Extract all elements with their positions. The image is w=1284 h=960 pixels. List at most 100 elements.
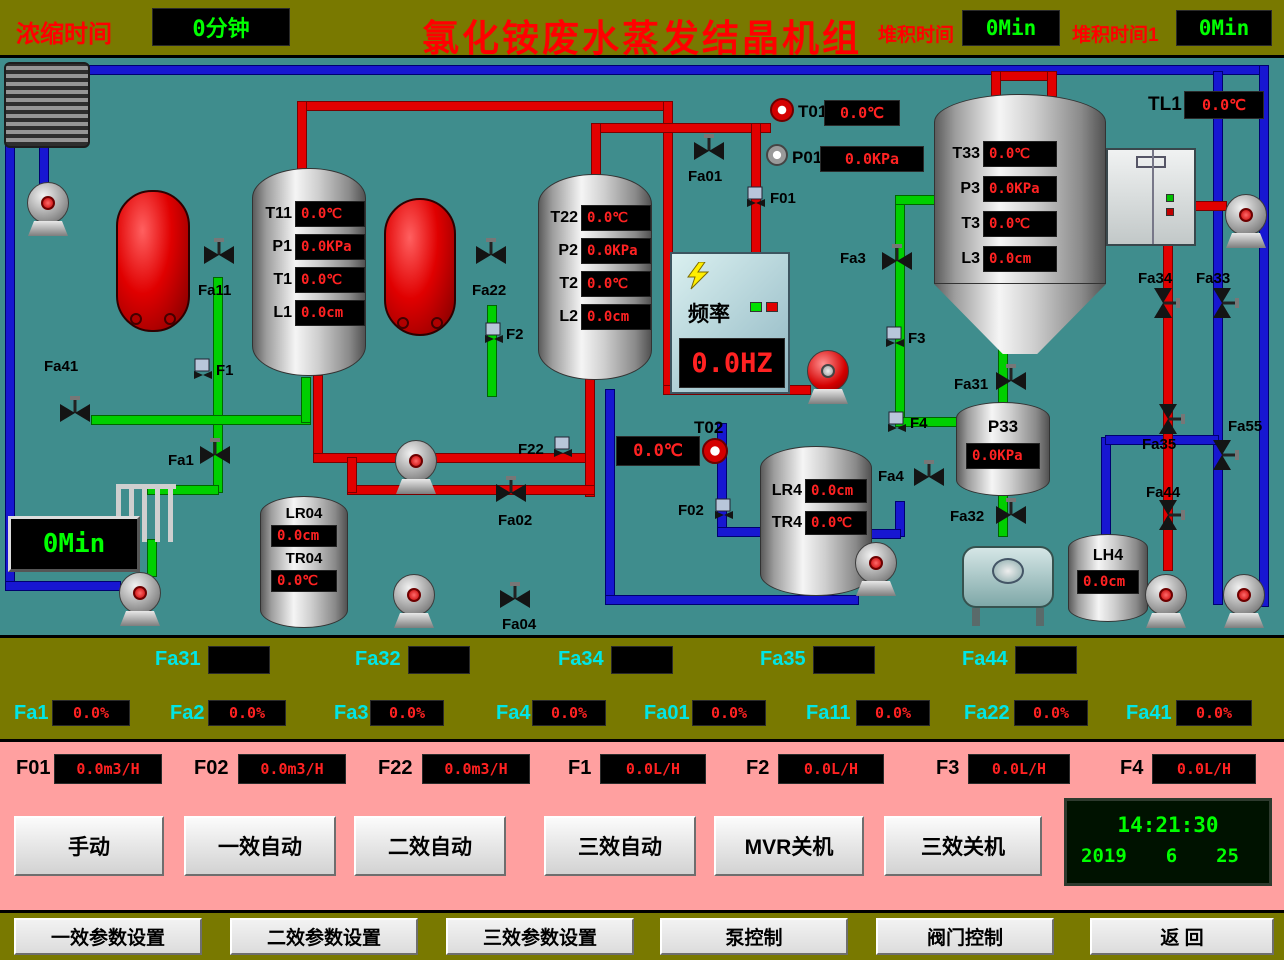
valve-fa32[interactable] xyxy=(994,498,1028,532)
p01-display: 0.0KPa xyxy=(820,146,924,172)
flow-f3-value: 0.0L/H xyxy=(968,754,1070,784)
pipe xyxy=(90,66,1268,74)
flow-f1-value: 0.0L/H xyxy=(600,754,706,784)
tag-label: P33 xyxy=(987,417,1019,436)
blower[interactable] xyxy=(802,348,854,404)
pump[interactable] xyxy=(388,572,440,628)
pipe xyxy=(896,196,904,426)
pipe xyxy=(6,582,120,590)
flow-f01-value: 0.0m3/H xyxy=(54,754,162,784)
tag-value: 0.0℃ xyxy=(983,141,1057,167)
tl1-label: TL1 xyxy=(1148,94,1182,115)
flow-f2-value: 0.0L/H xyxy=(778,754,884,784)
nav-effect3-params-button[interactable]: 三效参数设置 xyxy=(446,918,634,955)
tag-label: L1 xyxy=(273,304,292,321)
pile-time-value: 0Min xyxy=(962,10,1060,46)
tank-p33: P33 0.0KPa xyxy=(956,402,1050,496)
pump[interactable] xyxy=(850,540,902,596)
tank-lr04: LR04 0.0cm TR04 0.0℃ xyxy=(260,496,348,628)
pump[interactable] xyxy=(114,570,166,626)
valve-fa04[interactable] xyxy=(498,582,532,616)
valve-fa44[interactable] xyxy=(1151,498,1185,532)
pipe xyxy=(606,390,614,602)
pump[interactable] xyxy=(22,180,74,236)
valve-f2-label: F2 xyxy=(506,326,524,343)
pipe xyxy=(1106,436,1218,444)
valve-fa1[interactable] xyxy=(198,438,232,472)
mode-effect3-auto-button[interactable]: 三效自动 xyxy=(544,816,696,876)
tag-label: T3 xyxy=(961,215,980,232)
nav-return-button[interactable]: 返 回 xyxy=(1090,918,1274,955)
mode-effect1-auto-button[interactable]: 一效自动 xyxy=(184,816,336,876)
centrifuge-body xyxy=(962,546,1054,608)
mode-manual-button[interactable]: 手动 xyxy=(14,816,164,876)
tag-label: LR04 xyxy=(285,505,323,522)
valve-fa01-label: Fa01 xyxy=(688,168,723,185)
valve-f22[interactable] xyxy=(552,436,574,458)
pipe xyxy=(718,528,764,536)
concentration-time-label: 浓缩时间 xyxy=(16,21,112,48)
tag-value: 0.0℃ xyxy=(805,511,867,535)
tag-label: T33 xyxy=(952,145,980,162)
mode-mvr-off-button[interactable]: MVR关机 xyxy=(714,816,864,876)
valve-fa3-label: Fa3 xyxy=(840,250,866,267)
valve-fa34[interactable] xyxy=(1146,286,1180,320)
valve-f01[interactable] xyxy=(745,186,767,208)
valve-fa02-label: Fa02 xyxy=(498,512,533,529)
nav-effect2-params-button[interactable]: 二效参数设置 xyxy=(230,918,418,955)
valve-fa22[interactable] xyxy=(474,238,508,272)
tag-value: 0.0KPa xyxy=(581,238,651,264)
valve-fa33[interactable] xyxy=(1205,286,1239,320)
valve-fa11[interactable] xyxy=(202,238,236,272)
clock-year: 2019 xyxy=(1081,845,1127,867)
pressure-gauge-p01 xyxy=(766,144,788,166)
pump[interactable] xyxy=(1140,572,1192,628)
temperature-gauge-t02 xyxy=(702,438,728,464)
valve-fa02[interactable] xyxy=(494,476,528,510)
valve-f02-label: F02 xyxy=(678,502,704,519)
pump[interactable] xyxy=(1220,192,1272,248)
valve-f1[interactable] xyxy=(192,358,214,380)
valve-fa3[interactable] xyxy=(880,244,914,278)
nav-valve-control-button[interactable]: 阀门控制 xyxy=(876,918,1054,955)
nav-effect1-params-button[interactable]: 一效参数设置 xyxy=(14,918,202,955)
valve-fa55-label: Fa55 xyxy=(1228,418,1263,435)
clock-time: 14:21:30 xyxy=(1117,813,1219,837)
valve-fa01[interactable] xyxy=(692,134,726,168)
pipe xyxy=(40,146,48,186)
valve-fa4[interactable] xyxy=(912,460,946,494)
tag-value: 0.0℃ xyxy=(581,205,651,231)
centrifuge xyxy=(958,532,1058,628)
mode-effect3-off-button[interactable]: 三效关机 xyxy=(884,816,1042,876)
tag-label: L3 xyxy=(961,250,980,267)
mode-effect2-auto-button[interactable]: 二效自动 xyxy=(354,816,506,876)
valve-fa4-label: Fa4 xyxy=(878,468,904,485)
valve-f4[interactable] xyxy=(886,411,908,433)
vs-fa34-box xyxy=(611,646,673,674)
pump[interactable] xyxy=(1218,572,1270,628)
tag-value: 0.0℃ xyxy=(295,267,365,293)
valve-fa41[interactable] xyxy=(58,396,92,430)
valve-f2[interactable] xyxy=(483,322,505,344)
pipe xyxy=(92,416,310,424)
nav-pump-control-button[interactable]: 泵控制 xyxy=(660,918,848,955)
pump[interactable] xyxy=(390,438,442,494)
pipe xyxy=(1048,72,1056,96)
valve-fa35[interactable] xyxy=(1151,402,1185,436)
pipe xyxy=(1102,438,1110,536)
valve-f3[interactable] xyxy=(884,326,906,348)
tag-label: LH4 xyxy=(1092,547,1124,564)
p01-label: P01 xyxy=(792,148,823,167)
clock-day: 25 xyxy=(1216,845,1239,867)
tank-lh4: LH4 0.0cm xyxy=(1068,534,1148,622)
vs-fa32-box xyxy=(408,646,470,674)
valve-fa31[interactable] xyxy=(994,364,1028,398)
tag-label: LR4 xyxy=(771,482,802,499)
status-led-green xyxy=(750,302,762,312)
flow-f02-value: 0.0m3/H xyxy=(238,754,346,784)
valve-f02[interactable] xyxy=(713,498,735,520)
pipe xyxy=(148,540,156,576)
vs-fa31-box xyxy=(208,646,270,674)
valve-f22-label: F22 xyxy=(518,441,544,458)
valve-fa55[interactable] xyxy=(1205,438,1239,472)
